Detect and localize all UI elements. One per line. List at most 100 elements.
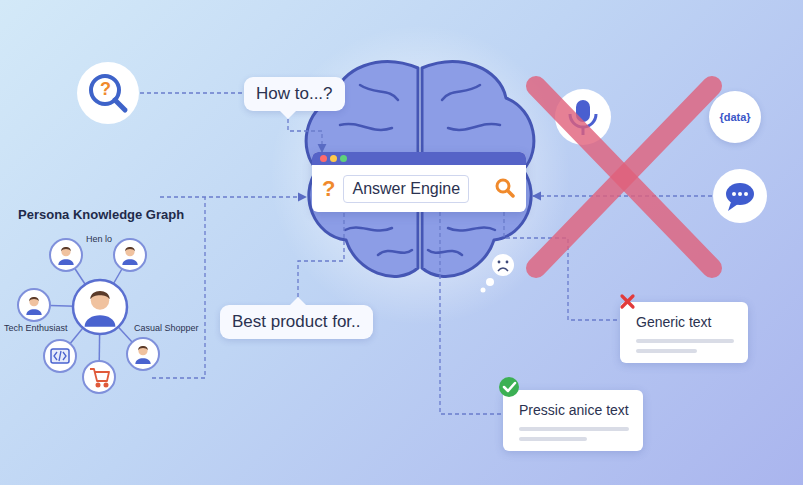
sad-thought-bubble [481,254,515,293]
sad-thought-bubble [506,261,509,264]
brain-illustration [345,227,392,230]
persona-graph [127,338,159,370]
search-button-icon [494,177,516,199]
code-icon [51,349,69,363]
chat-icon [713,169,767,223]
reject-mark [622,296,633,307]
persona-graph [44,340,76,372]
sad-thought-bubble [481,288,486,293]
persona-graph [26,297,41,315]
brain-illustration [428,250,462,255]
cart-icon [90,369,109,381]
dashed-leader [152,197,205,378]
microphone-icon [570,114,596,127]
brain-illustration [360,85,398,100]
persona-graph [58,247,73,265]
chat-icon [744,192,748,196]
microphone-icon [555,89,611,145]
node-text: Answer Engine [343,175,469,203]
dashed-connector [298,212,344,297]
result-card: Pressic anice text [503,390,643,451]
search-icon [77,62,139,124]
sad-thought-bubble [492,254,514,276]
search-button-icon [508,191,514,197]
persona-graph [18,239,159,393]
persona-graph [18,239,159,393]
graph-title: Persona Knowledge Graph [18,207,184,222]
placeholder-line [519,437,587,441]
persona-label: Hen lo [86,234,112,244]
cart-icon [90,369,109,387]
code-icon [51,349,69,363]
brain-glow [270,25,570,325]
dashed-connector [504,212,620,320]
search-symbol: ? [100,79,111,100]
query-bubble: How to...? [244,77,345,111]
search-icon [115,100,125,110]
brain-illustration [442,85,480,100]
microphone-icon [582,127,585,135]
persona-label: Tech Enthusiast [4,323,68,333]
result-card: Generic text [620,302,748,363]
cart-icon [104,383,107,386]
persona-graph [135,346,150,364]
approve-mark [499,377,519,397]
brain-illustration [340,124,392,130]
answer-engine-window: ? Answer Engine [312,152,526,212]
big-reject-cross [536,86,712,268]
reject-mark [622,296,633,307]
window-dot [320,155,327,162]
brain-illustration [448,227,495,230]
code-icon [54,351,66,361]
window-dot [340,155,347,162]
persona-graph [73,280,127,334]
approve-mark [504,383,515,391]
data-circle: {data} [709,91,761,143]
big-reject-cross [536,86,712,268]
search-icon [77,62,139,124]
window-dot [330,155,337,162]
dashed-connector [288,119,322,152]
persona-graph [18,289,50,321]
dashed-leader [533,195,712,196]
dashed-leader [160,196,306,197]
sad-thought-bubble [498,268,508,271]
node-text: Best product for.. [232,312,361,332]
persona-graph [83,361,115,393]
big-reject-cross [536,86,712,268]
window-titlebar [312,152,526,165]
chat-icon [726,183,754,205]
node-text: {data} [719,111,750,123]
microphone-icon [576,100,590,122]
reject-mark [622,296,633,307]
chat-icon [738,192,742,196]
placeholder-line [519,427,629,431]
chat-icon [728,202,738,211]
node-text: ? [322,176,335,202]
sad-thought-bubble [498,261,501,264]
persona-graph [114,239,146,271]
placeholder-line [636,339,734,343]
persona-graph [85,291,116,327]
placeholder-line [636,349,697,353]
persona-graph [50,239,82,271]
sad-thought-bubble [486,278,494,286]
brain-illustration [378,250,412,255]
brain-illustration [448,124,500,130]
persona-label: Casual Shopper [134,323,199,333]
query-bubble: Best product for.. [220,305,373,339]
dashed-leader [140,92,242,93]
node-text: How to...? [256,84,333,104]
persona-graph [34,255,143,377]
microphone-icon [555,89,611,145]
approve-mark [499,377,519,397]
chat-icon [732,192,736,196]
node-text: Generic text [636,314,711,331]
cart-icon [96,383,99,386]
chat-icon [713,169,767,223]
persona-graph [122,247,137,265]
brain-glow [270,25,570,325]
dashed-connector [440,212,503,414]
